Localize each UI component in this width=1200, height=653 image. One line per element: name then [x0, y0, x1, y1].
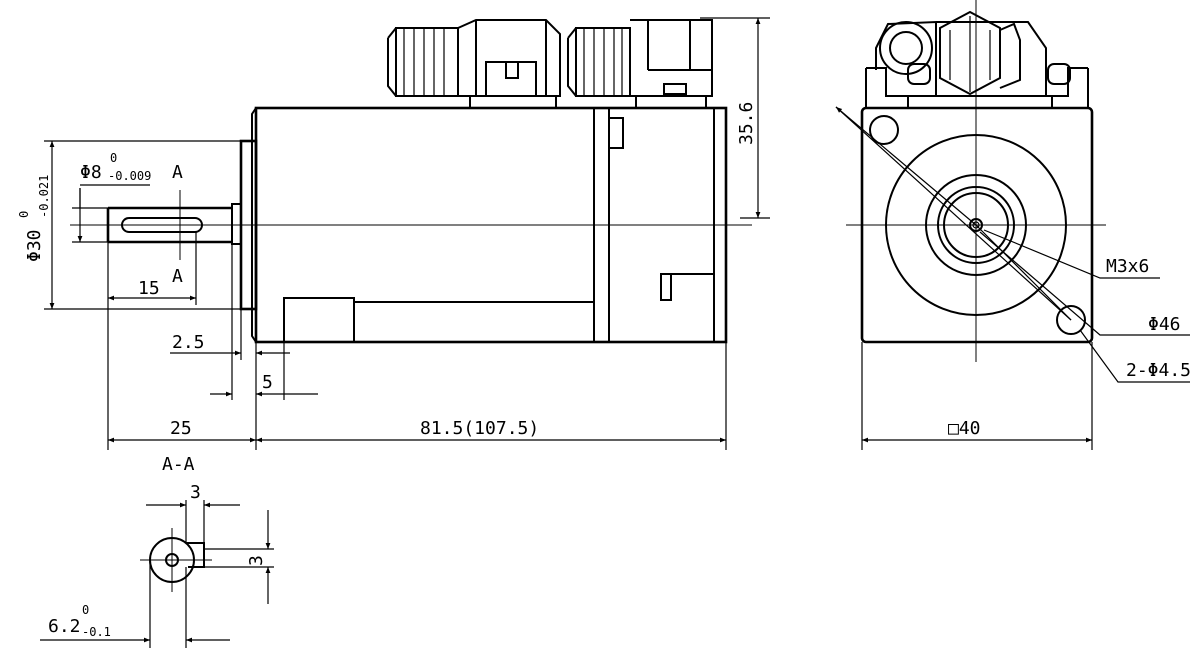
dim-shaft-tol-upper: 0	[110, 151, 117, 165]
section-title: A-A	[162, 454, 195, 475]
front-view: M3x6 Φ46 2-Φ4.5 □40	[835, 0, 1191, 450]
dim-shaft-dia: Φ8	[80, 162, 102, 183]
dim-key-height: 3	[246, 555, 267, 566]
section-view: A-A 3 3 6.2 0 -0.1	[40, 454, 274, 648]
side-tab-bottom	[660, 273, 672, 301]
side-view: 35.6 Φ30 0 -0.021 Φ8 0 -0.009 A A 15 2.5	[17, 17, 770, 450]
section-mark-bottom: A	[172, 266, 183, 287]
mount-hole-bottom-right	[1056, 305, 1086, 335]
dim-boss-offset: 5	[262, 372, 273, 393]
dim-key-width: 3	[190, 482, 201, 503]
dim-flat-tol-lower: -0.1	[82, 625, 111, 639]
shaft-boss	[231, 203, 242, 245]
side-tab-top	[608, 117, 624, 149]
mount-hole-top-left	[869, 115, 899, 145]
dim-flat-depth: 6.2	[48, 616, 81, 637]
dim-body-length: 81.5(107.5)	[420, 418, 539, 439]
dim-flange-thickness: 2.5	[172, 332, 205, 353]
callout-mount-holes: 2-Φ4.5	[1126, 360, 1191, 381]
callout-thread: M3x6	[1106, 256, 1149, 277]
connector-2	[567, 19, 713, 108]
callout-pcd: Φ46	[1148, 314, 1181, 335]
dim-square-size: □40	[948, 418, 981, 439]
dim-flange-dia: Φ30	[24, 229, 45, 262]
dim-shaft-length: 25	[170, 418, 192, 439]
dim-flat-tol-upper: 0	[82, 603, 89, 617]
section-key	[186, 542, 205, 568]
dim-connector-height: 35.6	[736, 102, 757, 145]
dim-key-length: 15	[138, 278, 160, 299]
dim-flange-tol-upper: 0	[17, 211, 31, 218]
dim-shaft-tol-lower: -0.009	[108, 169, 151, 183]
connector-1	[387, 19, 561, 108]
terminal-box	[283, 297, 355, 343]
dim-flange-tol-lower: -0.021	[37, 175, 51, 218]
front-connectors	[865, 10, 1089, 108]
section-mark-top: A	[172, 162, 183, 183]
